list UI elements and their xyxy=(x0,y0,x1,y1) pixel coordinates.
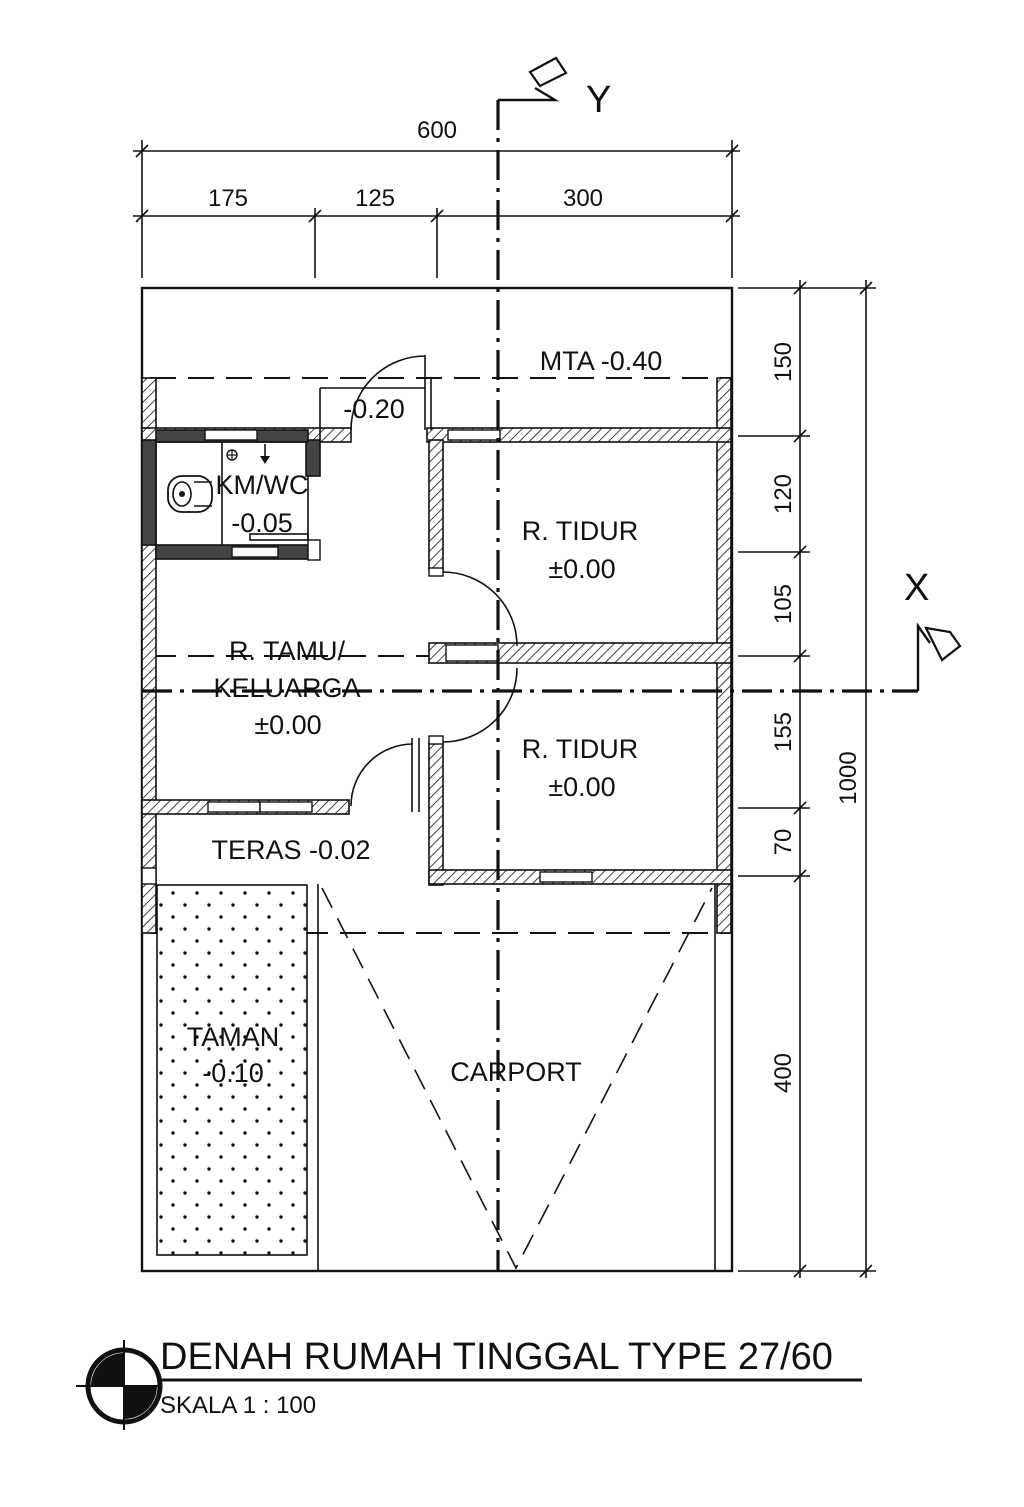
label-porch-step: -0.20 xyxy=(343,394,405,424)
drawing-title: DENAH RUMAH TINGGAL TYPE 27/60 xyxy=(160,1336,833,1378)
walls xyxy=(141,377,732,934)
dim-right-segment-1: 150 xyxy=(770,342,797,382)
axis-label-y: Y xyxy=(586,79,611,121)
dim-right-segment-6: 400 xyxy=(770,1053,797,1093)
section-marker-y xyxy=(498,86,560,102)
dim-right-segment-3: 105 xyxy=(770,584,797,624)
right-dimension-lines xyxy=(738,280,876,1278)
drawing-scale: SKALA 1 : 100 xyxy=(160,1392,316,1419)
section-symbol-icon xyxy=(76,1340,163,1430)
squat-toilet-icon xyxy=(167,475,213,513)
label-bedroom-2-level: ±0.00 xyxy=(548,772,615,802)
top-dimension-lines xyxy=(133,140,740,278)
dim-top-segment-1: 175 xyxy=(208,185,248,212)
label-taman-name: TAMAN xyxy=(187,1022,280,1052)
label-bedroom-2-name: R. TIDUR xyxy=(522,734,639,764)
label-teras: TERAS -0.02 xyxy=(211,835,370,865)
windows xyxy=(141,429,593,885)
label-carport: CARPORT xyxy=(450,1057,582,1087)
label-mta: MTA -0.40 xyxy=(540,346,663,376)
carport-triangle xyxy=(321,887,713,1270)
label-kmwc-name: KM/WC xyxy=(216,470,309,500)
section-arrow-y-icon xyxy=(528,56,568,88)
floor-drain-icon xyxy=(226,444,270,464)
section-marker-x xyxy=(916,622,931,691)
label-living-name-2: KELUARGA xyxy=(213,673,360,703)
section-arrow-x-icon xyxy=(924,626,962,662)
label-living-level: ±0.00 xyxy=(254,710,321,740)
axis-label-x: X xyxy=(904,567,929,609)
dim-right-segment-4: 155 xyxy=(770,712,797,752)
garden-area xyxy=(156,884,308,1256)
doors xyxy=(249,355,518,812)
label-bedroom-1-level: ±0.00 xyxy=(548,554,615,584)
label-kmwc-level: -0.05 xyxy=(231,508,293,538)
dim-right-total: 1000 xyxy=(835,751,862,804)
label-taman-level: -0.10 xyxy=(202,1058,264,1088)
label-living-name-1: R. TAMU/ xyxy=(229,636,346,666)
dim-top-segment-3: 300 xyxy=(563,185,603,212)
dim-right-segment-5: 70 xyxy=(770,829,797,856)
dim-top-segment-2: 125 xyxy=(355,185,395,212)
dim-top-total: 600 xyxy=(417,117,457,144)
label-bedroom-1-name: R. TIDUR xyxy=(522,516,639,546)
dim-right-segment-2: 120 xyxy=(770,474,797,514)
